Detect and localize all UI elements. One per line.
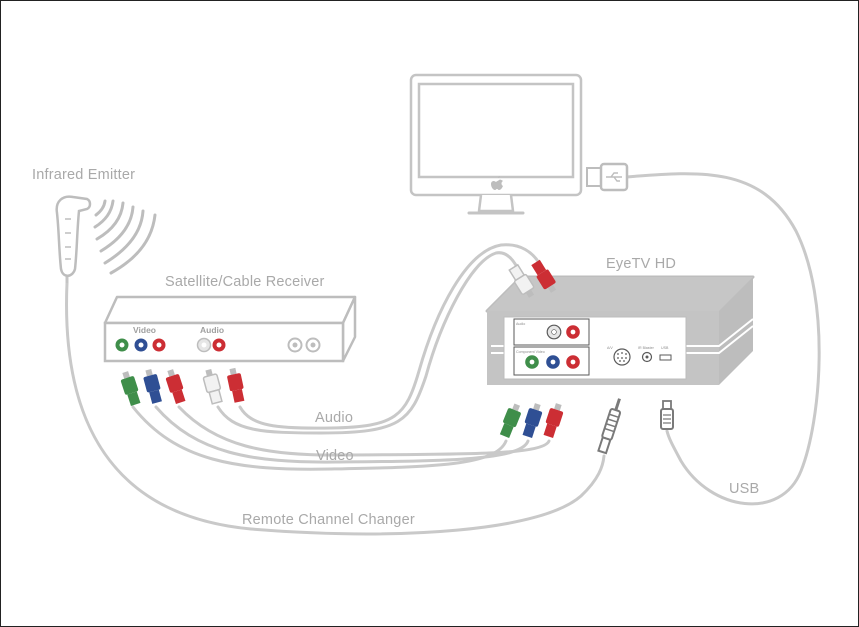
label-remote-channel-changer: Remote Channel Changer [242,512,415,528]
video-cable-red [177,405,551,457]
computer-monitor [409,73,583,215]
label-eyetv-hd: EyeTV HD [606,256,676,272]
audio-plugs-eyetv [508,259,557,298]
video-cable-blue [154,405,530,464]
audio-cable-red [238,243,541,430]
usb-plug-monitor [586,162,629,192]
infrared-emitter [55,195,157,283]
label-infrared-emitter: Infrared Emitter [32,167,135,183]
label-audio-cable: Audio [315,410,353,426]
label-receiver: Satellite/Cable Receiver [165,274,325,290]
audio-cable-white [216,251,520,435]
eyetv-usb-port [659,354,672,361]
eyetv-usb-label: USB [661,346,669,350]
receiver-video-label: Video [133,325,156,335]
label-usb-cable: USB [729,481,759,497]
usb-cable [624,172,821,506]
eyetv-audio-label: Audio [516,322,525,326]
cables [65,172,821,536]
ir-minijack-plug [597,398,622,455]
receiver-audio-label: Audio [200,325,224,335]
eyetv-av-label: A/V [607,346,613,350]
apple-logo-icon [491,176,503,190]
usb-symbol-icon [606,172,622,182]
remote-channel-cable [65,281,606,536]
eyetv-ir-label: IR Blaster [638,346,655,350]
mini-usb-plug [660,400,674,430]
eyetv-av-port [613,348,631,366]
eyetv-hd-device: Audio Component Video A/V IR Blaster USB [485,275,755,385]
audio-plugs-receiver [202,367,245,405]
label-video-cable: Video [316,448,354,464]
satellite-cable-receiver: Video Audio [103,295,357,363]
video-plugs-eyetv [499,403,564,438]
video-plugs-receiver [120,368,186,406]
infrared-waves-icon [93,199,157,275]
eyetv-component-label: Component Video [516,350,545,354]
